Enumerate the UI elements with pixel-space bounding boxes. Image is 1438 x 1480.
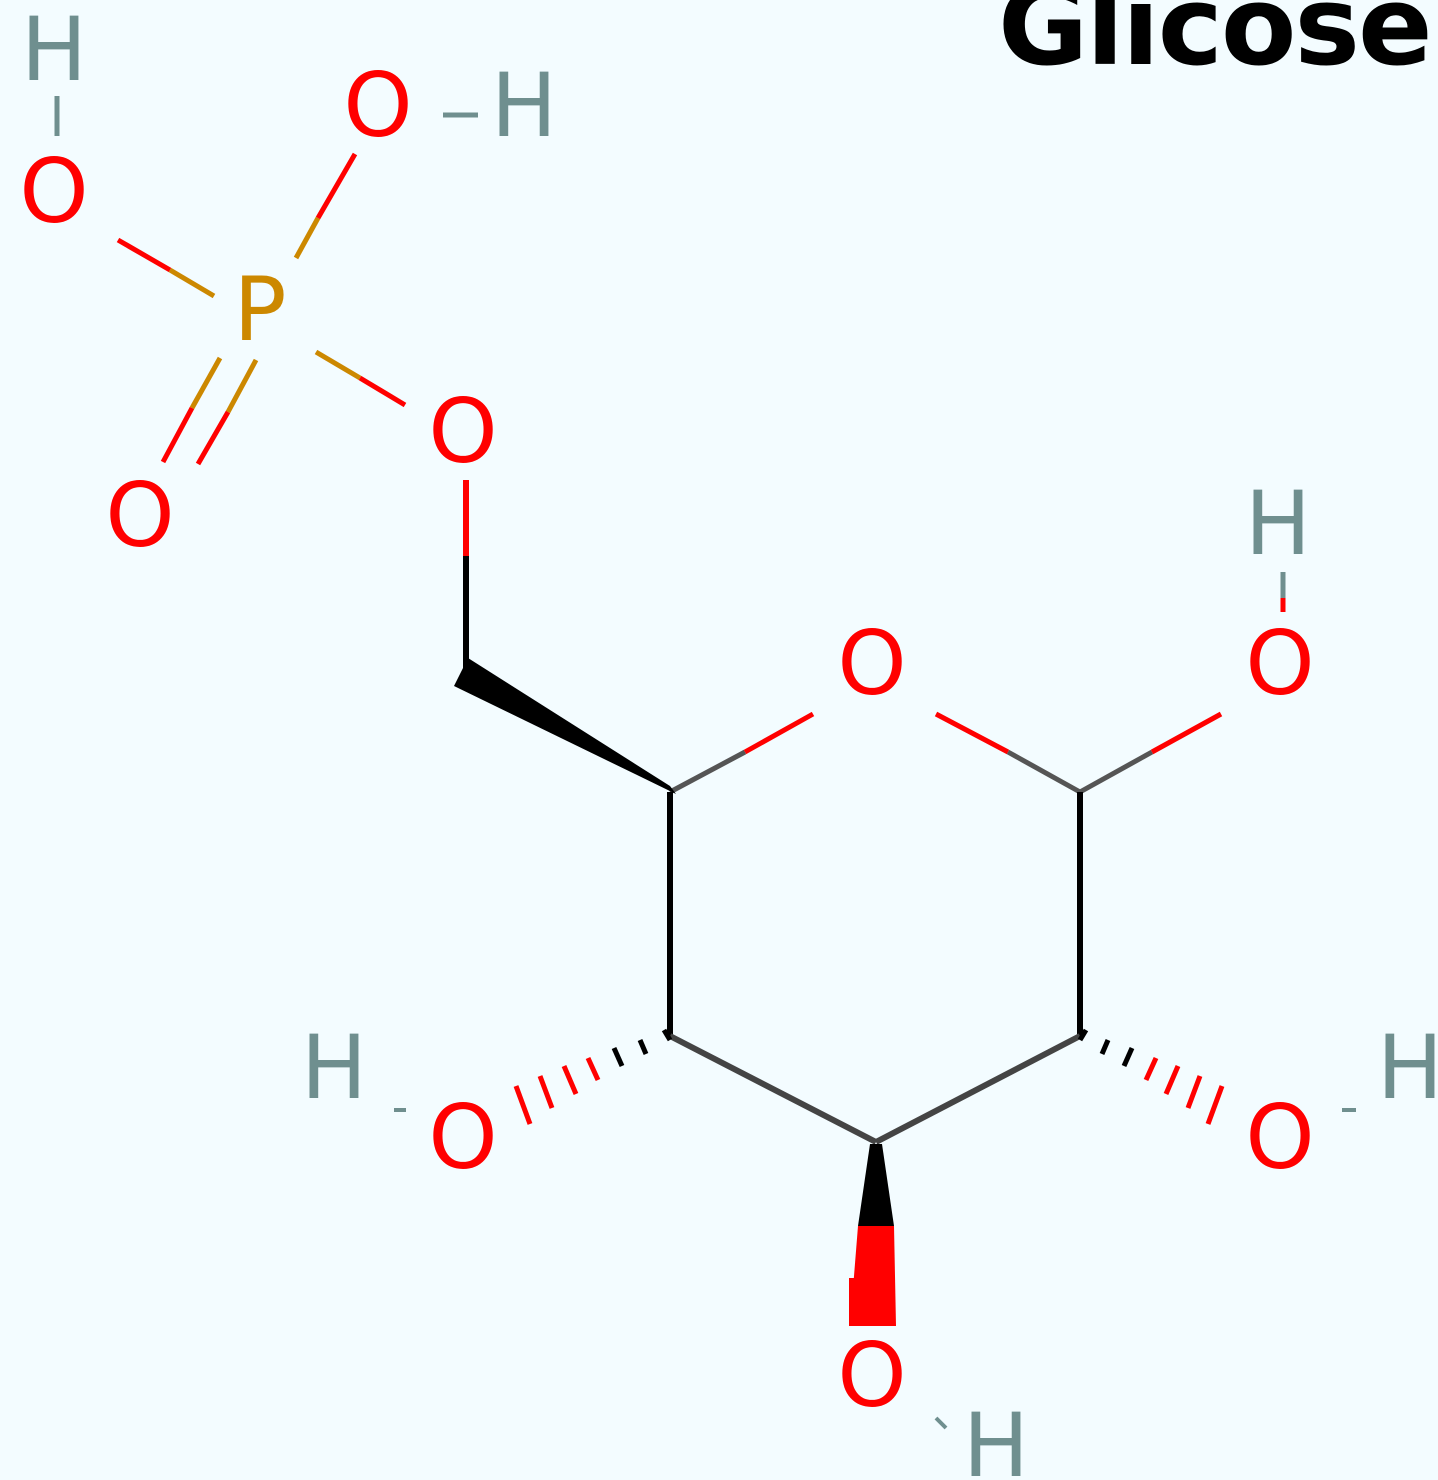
atom-h-top-left: H xyxy=(21,0,87,101)
bond-p-o-double-2b xyxy=(195,410,231,466)
bond-p-o-top-b xyxy=(315,152,358,220)
atom-h-top: H xyxy=(491,54,557,157)
hash-c4-5 xyxy=(561,1065,579,1095)
bond-c3-c2 xyxy=(874,1033,1082,1145)
atom-o-top: O xyxy=(343,54,412,157)
hash-c2-3 xyxy=(1121,1046,1135,1068)
bond-o-h-bottom xyxy=(934,1416,948,1430)
atom-labels: H O O H P O O O H O H O O H O H xyxy=(19,0,1438,1480)
hash-c4-6 xyxy=(537,1075,555,1109)
atom-o-top-left: O xyxy=(19,140,88,243)
bond-c1-oanom-b xyxy=(1150,711,1223,755)
atom-h-bottom: H xyxy=(963,1394,1029,1480)
bond-c5-oring-a xyxy=(668,749,747,795)
wedge-c5-ch2 xyxy=(454,658,676,794)
bond-c4-c3 xyxy=(668,1033,878,1145)
atom-o-right: O xyxy=(1245,1086,1314,1189)
bond-oring-c1-b xyxy=(1006,749,1082,795)
wedge-bonds xyxy=(454,658,896,1326)
bond-p-o-top-a xyxy=(293,216,321,260)
hash-c2-5 xyxy=(1163,1065,1181,1095)
atom-o-anomeric: O xyxy=(1245,612,1314,715)
atom-p: P xyxy=(233,258,286,361)
atom-h-anomeric: H xyxy=(1245,472,1311,575)
bond-p-o-ester-a xyxy=(314,349,362,381)
bond-oring-c1-a xyxy=(934,711,1010,755)
hash-c2-1 xyxy=(1077,1028,1089,1042)
hash-c2-6 xyxy=(1185,1075,1203,1109)
atom-o-ring: O xyxy=(837,612,906,715)
atom-o-left: O xyxy=(428,1086,497,1189)
wedge-c3-obottom-black xyxy=(858,1144,894,1226)
diagram-title: Glicose xyxy=(998,0,1433,90)
atom-h-left: H xyxy=(301,1016,367,1119)
hash-c2-4 xyxy=(1143,1056,1159,1082)
hash-c4-3 xyxy=(611,1046,625,1068)
bond-p-o-ester-b xyxy=(358,375,407,408)
bond-o-p-left-a xyxy=(116,237,172,273)
wedge-c3-obottom-tip xyxy=(849,1278,893,1326)
hash-c4-2 xyxy=(637,1039,649,1055)
bond-p-o-double-1b xyxy=(160,406,195,464)
bond-c5-oring-b xyxy=(743,711,815,755)
bond-p-o-double-1a xyxy=(189,356,223,410)
bond-c1-oanom-a xyxy=(1078,749,1154,795)
atom-o-bottom: O xyxy=(837,1324,906,1427)
hash-c4-4 xyxy=(585,1056,601,1082)
hash-c4-1 xyxy=(661,1028,673,1042)
atom-o-ester: O xyxy=(428,380,497,483)
atom-h-right: H xyxy=(1377,1016,1438,1119)
hashed-bonds xyxy=(513,1028,1225,1125)
hash-c2-2 xyxy=(1099,1039,1111,1055)
hash-c4-7 xyxy=(513,1085,533,1125)
bond-o-p-left-b xyxy=(168,267,216,299)
bonds xyxy=(54,96,1356,1430)
hash-c2-7 xyxy=(1205,1085,1225,1125)
atom-o-double: O xyxy=(105,464,174,567)
bond-p-o-double-2a xyxy=(225,358,259,414)
